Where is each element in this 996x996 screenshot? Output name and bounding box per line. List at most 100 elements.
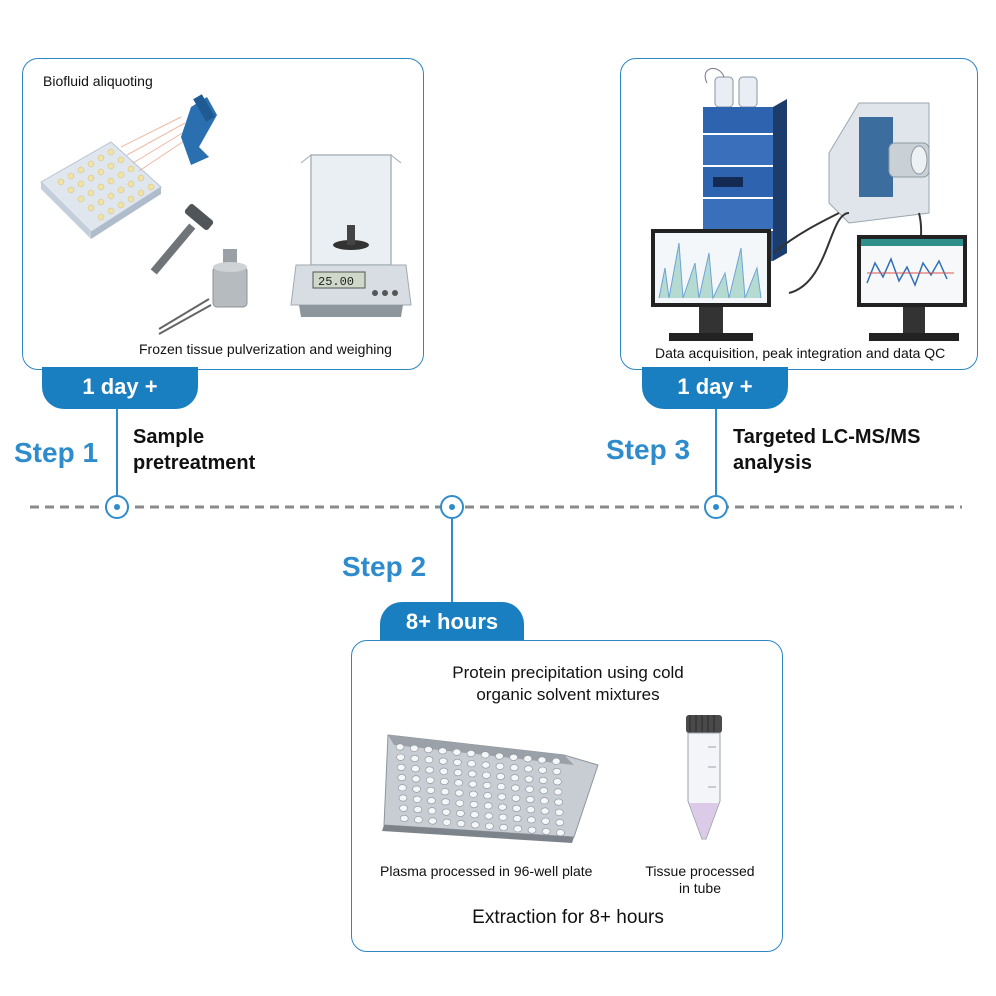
lcms-caption: Data acquisition, peak integration and d… (655, 345, 946, 361)
plate-well (495, 752, 504, 760)
step2-card: Protein precipitation using cold organic… (351, 640, 783, 952)
plate-well (467, 760, 476, 768)
plate-well (411, 775, 421, 783)
plate-well (496, 772, 505, 780)
plate-well (438, 747, 447, 755)
plate-well (525, 796, 535, 804)
plate-well (482, 771, 491, 779)
plate-well (525, 785, 534, 793)
plate-well (440, 788, 450, 796)
plate-well (527, 826, 537, 834)
step1-label: Step 1 (14, 437, 99, 468)
plate-well (426, 786, 436, 794)
plate-well (438, 757, 448, 765)
plate-well (470, 811, 479, 819)
plate-well (454, 789, 464, 797)
balance-display: 25.00 (318, 275, 354, 289)
plate-well (524, 775, 534, 783)
plate-well (553, 788, 563, 796)
plate-well (424, 746, 433, 754)
plate-well (513, 825, 523, 833)
step3-duration-tab: 1 day + (642, 367, 788, 409)
plate-well (481, 761, 491, 769)
plate-well (425, 776, 435, 784)
plate-well (540, 797, 549, 805)
plate-well (399, 804, 408, 812)
plate-well (482, 781, 492, 789)
plate-well (428, 817, 437, 825)
plate-well (509, 764, 519, 772)
step3-title-line1: Targeted LC-MS/MS (733, 426, 921, 448)
well-plate-illustration (40, 94, 217, 239)
plate-well (554, 798, 563, 806)
plate-well (411, 765, 420, 773)
step3-card: Data acquisition, peak integration and d… (620, 58, 978, 370)
plate-well (396, 763, 406, 771)
plate-well (483, 792, 492, 800)
plate-well (413, 806, 423, 814)
plate-well (439, 767, 449, 775)
plate-well (442, 818, 452, 826)
plate-well (551, 757, 561, 765)
plate-well (441, 798, 450, 806)
plate-well (552, 767, 562, 775)
plate-well (455, 799, 465, 807)
plate-well (453, 758, 462, 766)
tube-caption-line1: Tissue processed (645, 863, 755, 879)
plate-well (541, 817, 550, 825)
plate-well (524, 765, 533, 773)
plate-well (523, 755, 533, 763)
plate-well (554, 808, 564, 816)
plate-well (499, 824, 508, 832)
plate-well (526, 806, 536, 814)
plate-well (555, 819, 565, 827)
plate-well (497, 793, 507, 801)
plate-well (412, 795, 422, 803)
plate-well (484, 812, 494, 820)
plate-well (539, 787, 549, 795)
plate-well (495, 762, 505, 770)
step3-title-line2: analysis (733, 452, 812, 474)
96-well-plate-illustration (382, 734, 599, 843)
plate-well (512, 804, 521, 812)
plate-well (498, 813, 508, 821)
tube-caption-line2: in tube (678, 880, 722, 896)
plate-well (483, 802, 493, 810)
plate-well (556, 829, 565, 837)
extraction-footer: Extraction for 8+ hours (472, 907, 664, 928)
step2-heading-line1: Protein precipitation using cold (452, 663, 684, 682)
plate-well (412, 785, 421, 793)
step1-card: Biofluid aliquoting Frozen tissue pulver… (22, 58, 424, 370)
plate-well (527, 816, 536, 824)
step2-label: Step 2 (342, 551, 427, 582)
plate-well (512, 815, 522, 823)
plate-well (398, 794, 408, 802)
plate-well (538, 776, 548, 784)
step3-node (704, 495, 728, 519)
plate-well (553, 778, 562, 786)
plate-well (427, 797, 436, 805)
step1-title-line1: Sample (133, 426, 205, 448)
balance-illustration: 25.00 (290, 154, 412, 317)
plate-well (480, 751, 490, 759)
plate-well (469, 790, 478, 798)
plate-well (498, 803, 507, 811)
plate-well (467, 770, 477, 778)
step1-duration-tab: 1 day + (42, 367, 198, 409)
plate-wells (395, 743, 565, 837)
plate-well (398, 784, 407, 792)
plate-well (537, 756, 547, 764)
step3-label: Step 3 (606, 434, 691, 465)
plate-well (409, 744, 419, 752)
plate-well (452, 748, 462, 756)
plate-well (440, 777, 449, 785)
plate-well (399, 814, 409, 822)
step1-title-line2: pretreatment (133, 452, 256, 474)
plate-well (541, 827, 551, 835)
plate-well (469, 801, 479, 809)
plate-well (509, 753, 518, 761)
plate-well (510, 774, 520, 782)
step2-duration-tab: 8+ hours (380, 602, 524, 642)
plate-well (425, 766, 434, 774)
plate-well (456, 809, 465, 817)
